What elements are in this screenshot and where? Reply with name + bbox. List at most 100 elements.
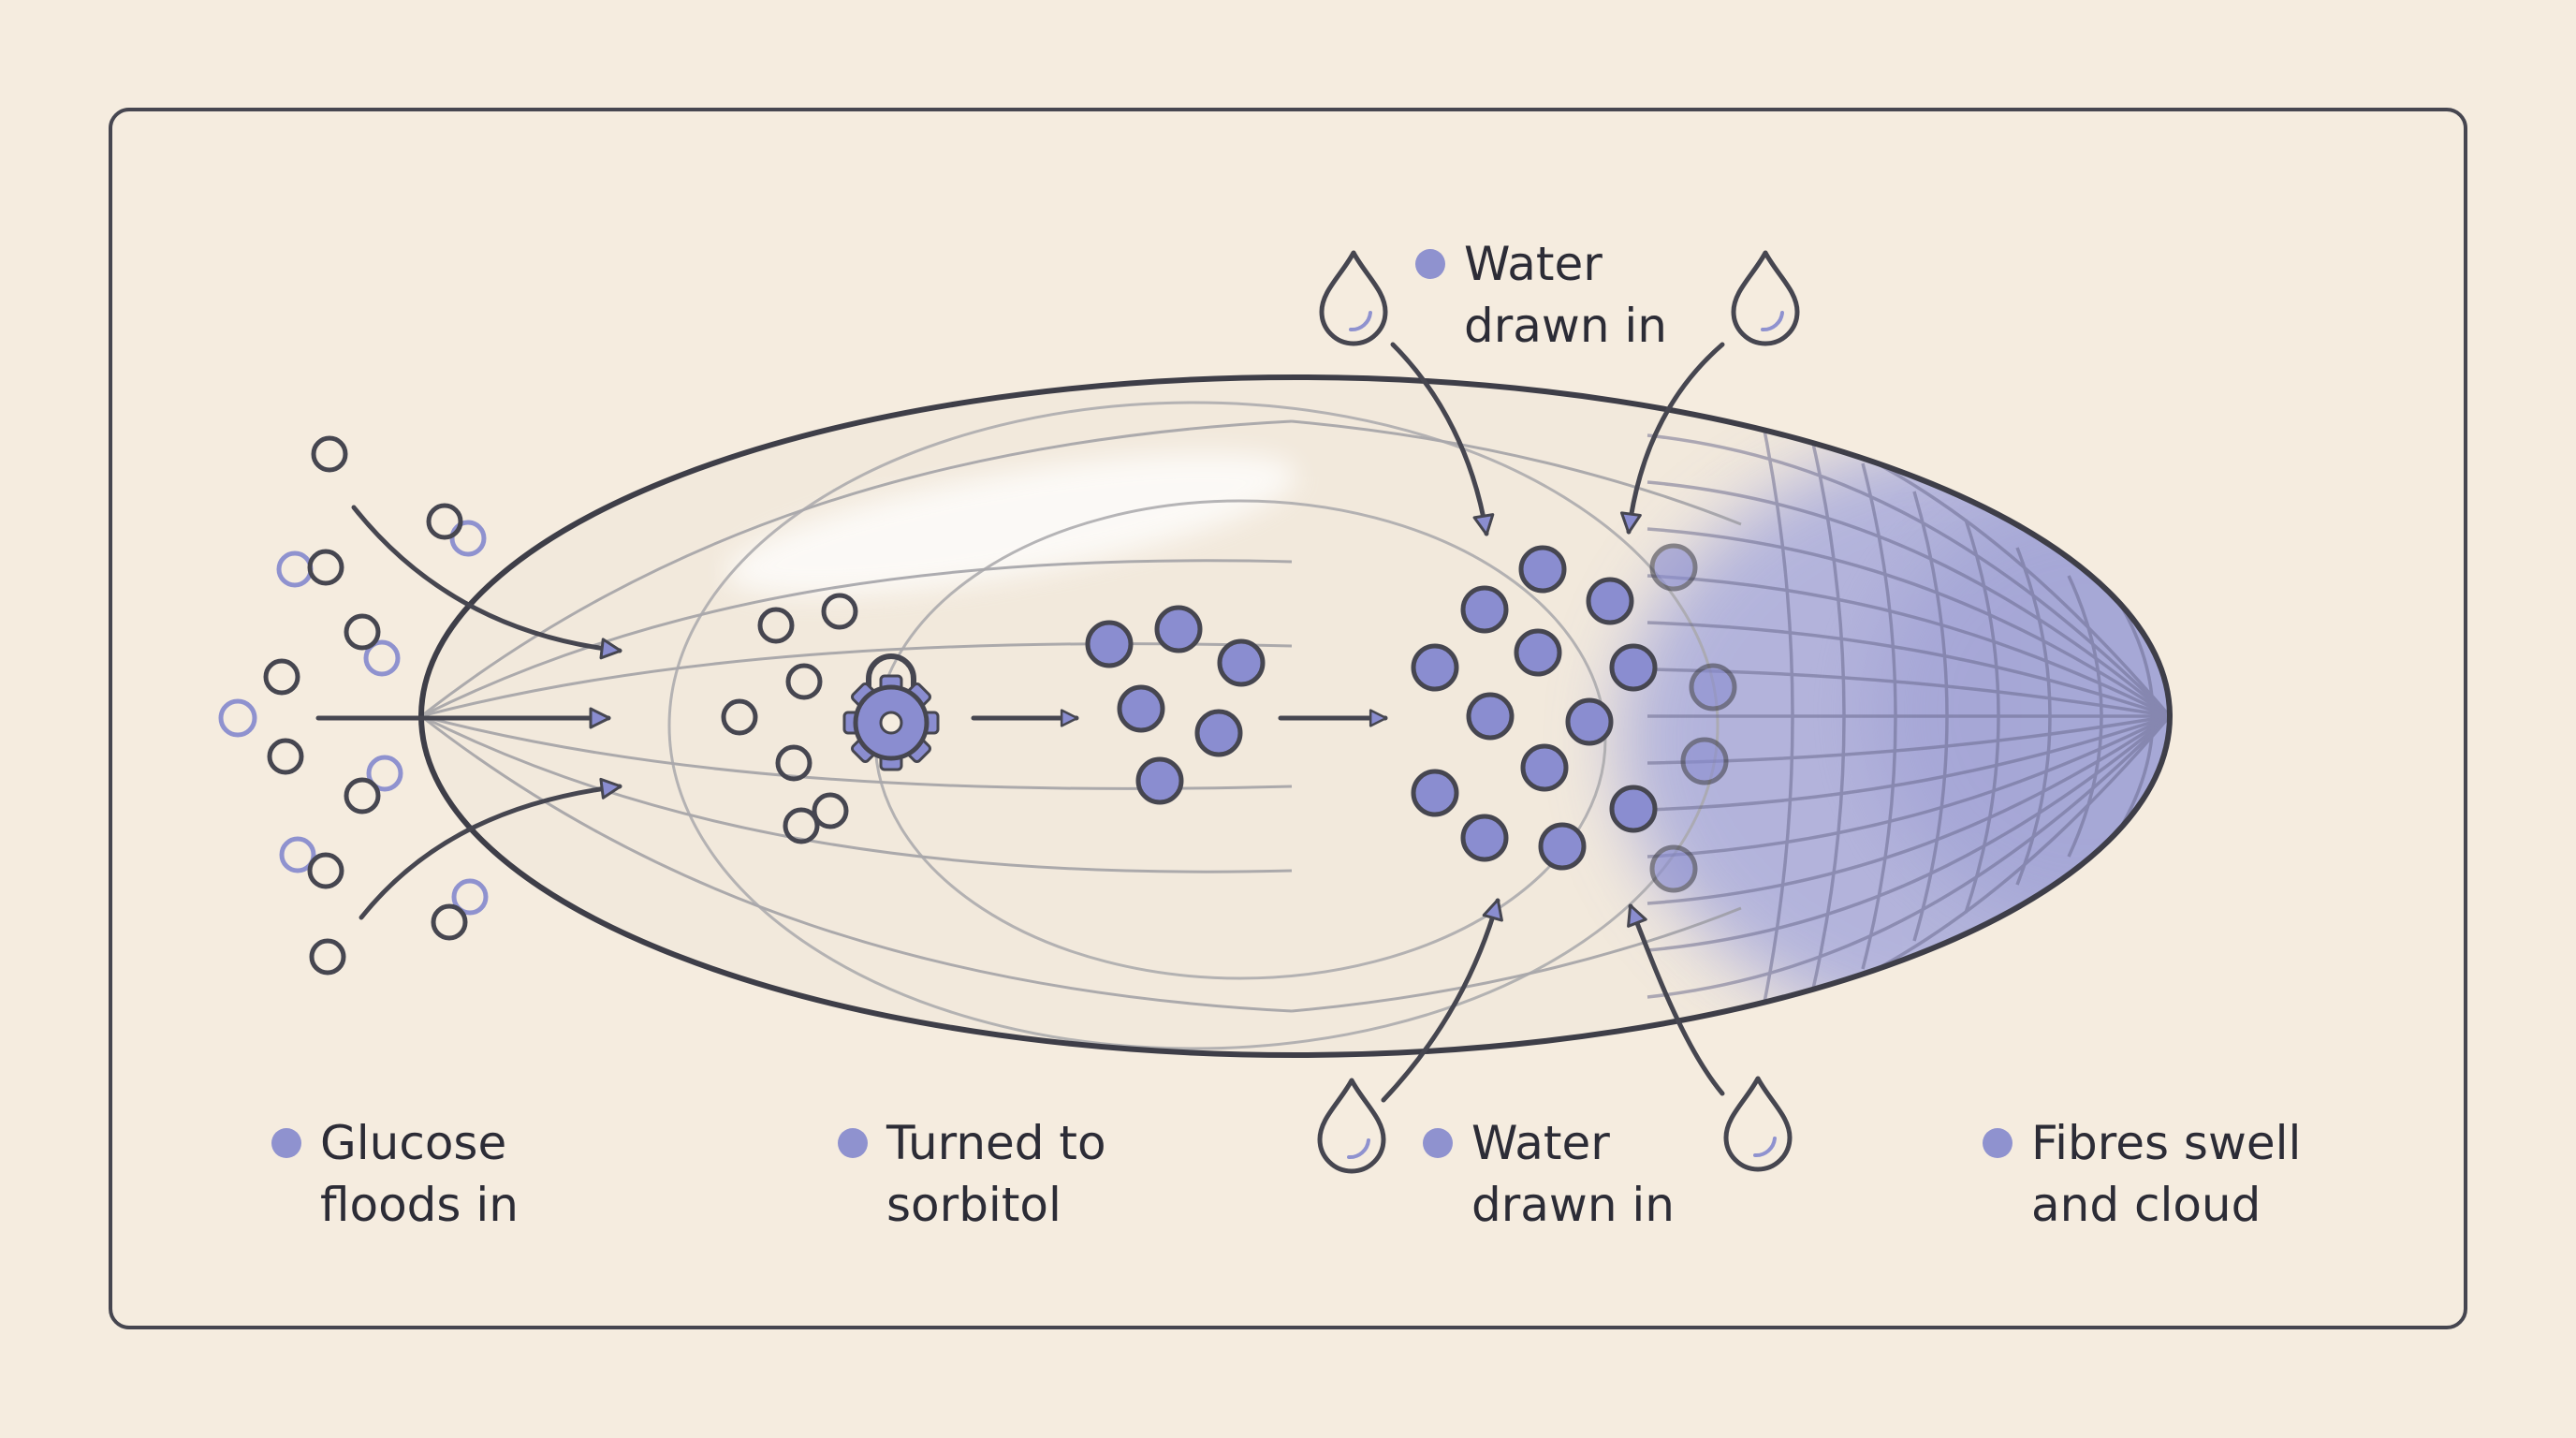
sorbitol-molecule	[1609, 643, 1658, 692]
lens-fibre-line	[1912, 491, 1949, 942]
caption-water-top: Water drawn in	[1415, 233, 1667, 357]
lens-fibres-left	[421, 419, 1742, 1013]
glucose-molecule	[812, 792, 849, 829]
lens-fibre-line	[1758, 406, 1794, 1026]
sorbitol-molecule	[1194, 709, 1243, 757]
caption-water-bottom: Water drawn in	[1423, 1112, 1675, 1236]
sorbitol-cluster-faded	[1649, 543, 1737, 893]
caption-bullet	[271, 1128, 301, 1158]
water-drops	[1317, 250, 1800, 1174]
glucose-cluster-inside	[721, 593, 858, 844]
lens-fibre-line	[1861, 462, 1897, 970]
arrow-icon	[1620, 342, 1725, 535]
water-drop-icon	[1731, 250, 1800, 346]
water-drop-icon	[1317, 1078, 1386, 1174]
caption-glucose: Glucose floods in	[271, 1112, 519, 1236]
water-inflow-arrows	[1381, 342, 1725, 1103]
lens-fibre-line	[1647, 714, 2170, 952]
lens-fibre-line	[1647, 621, 2170, 718]
sorbitol-molecule	[1649, 844, 1698, 893]
glucose-molecule	[366, 755, 403, 792]
lens-glare	[724, 452, 1297, 596]
caption-bullet	[1423, 1128, 1453, 1158]
glucose-molecule	[309, 938, 346, 976]
sorbitol-molecule	[1217, 638, 1266, 687]
lens-fibre-line	[1964, 519, 2000, 914]
sorbitol-molecule	[1411, 643, 1459, 692]
glucose-cluster-outside	[218, 435, 489, 976]
glucose-molecule	[783, 807, 820, 844]
sorbitol-molecule	[1135, 756, 1184, 805]
caption-fibres-text: Fibres swell and cloud	[2031, 1116, 2302, 1232]
arrow-icon	[1381, 898, 1503, 1103]
caption-water-top-text: Water drawn in	[1464, 237, 1667, 353]
arrow-icon	[359, 777, 622, 920]
sorbitol-molecule	[1649, 543, 1698, 592]
glucose-molecule	[757, 607, 795, 644]
sorbitol-molecule	[1466, 692, 1515, 741]
sorbitol-cluster-small	[1085, 605, 1266, 805]
glucose-molecule	[363, 639, 401, 677]
lens-fibre-line	[1647, 714, 2170, 999]
caption-bullet	[1983, 1128, 2012, 1158]
glucose-molecule	[218, 698, 257, 738]
lens	[418, 374, 2204, 1058]
sorbitol-molecule	[1689, 663, 1737, 712]
glucose-molecule	[775, 744, 812, 782]
lens-fibre-line	[1809, 434, 1846, 998]
lens-fibre-line	[1647, 574, 2170, 718]
sorbitol-molecule	[1538, 822, 1587, 871]
caption-bullet	[1415, 249, 1445, 279]
glucose-molecule	[431, 903, 468, 941]
lens-fibre-line	[1647, 433, 2170, 718]
sorbitol-molecule	[1565, 697, 1614, 746]
sorbitol-molecule	[1460, 585, 1509, 634]
glucose-inflow-arrows	[315, 505, 622, 920]
glucose-molecule	[307, 852, 344, 889]
sorbitol-molecule	[1460, 814, 1509, 862]
caption-glucose-text: Glucose floods in	[320, 1116, 519, 1232]
sorbitol-molecule	[1518, 545, 1567, 594]
caption-fibres: Fibres swell and cloud	[1983, 1112, 2301, 1236]
sorbitol-molecule	[1586, 577, 1634, 625]
glucose-molecule	[344, 777, 381, 814]
lens-fibre-line	[2067, 575, 2103, 858]
water-drop-icon	[1723, 1076, 1793, 1172]
lens-fibre-line	[1647, 714, 2170, 812]
lock-gear-icon	[842, 653, 940, 771]
sorbitol-cluster-large	[1411, 545, 1658, 871]
glucose-molecule	[721, 698, 758, 736]
lens-fibre-line	[2015, 547, 2052, 886]
lens-fibre-line	[1647, 714, 2170, 765]
arrow-icon	[1627, 903, 1725, 1096]
lens-fibre-line	[1647, 527, 2170, 718]
arrow-icon	[1390, 342, 1495, 536]
sorbitol-molecule	[1520, 743, 1569, 792]
glucose-molecule	[821, 593, 858, 630]
glucose-molecule	[267, 738, 304, 775]
sorbitol-molecule	[1514, 628, 1562, 677]
fibre-haze-core	[1872, 496, 2170, 927]
lens-fibre-line	[2172, 632, 2204, 800]
glucose-molecule	[311, 435, 348, 473]
caption-sorbitol-text: Turned to sorbitol	[886, 1116, 1106, 1232]
lens-fibre-line	[1647, 714, 2170, 858]
lens-fibre-line	[1647, 480, 2170, 718]
glucose-molecule	[344, 613, 381, 651]
sorbitol-molecule	[1117, 684, 1165, 733]
glucose-molecule	[263, 658, 300, 696]
glucose-molecule	[451, 878, 489, 916]
glucose-molecule	[449, 520, 487, 557]
glucose-molecule	[276, 550, 314, 588]
glucose-molecule	[307, 549, 344, 586]
glucose-molecule	[426, 503, 463, 540]
sorbitol-molecule	[1411, 769, 1459, 817]
arrow-icon	[351, 505, 622, 660]
glucose-molecule	[279, 836, 316, 873]
lens-fibre-line	[2118, 603, 2155, 829]
lens-fibre-line	[1647, 714, 2170, 905]
sorbitol-molecule	[1085, 620, 1134, 668]
sorbitol-molecule	[1154, 605, 1203, 653]
